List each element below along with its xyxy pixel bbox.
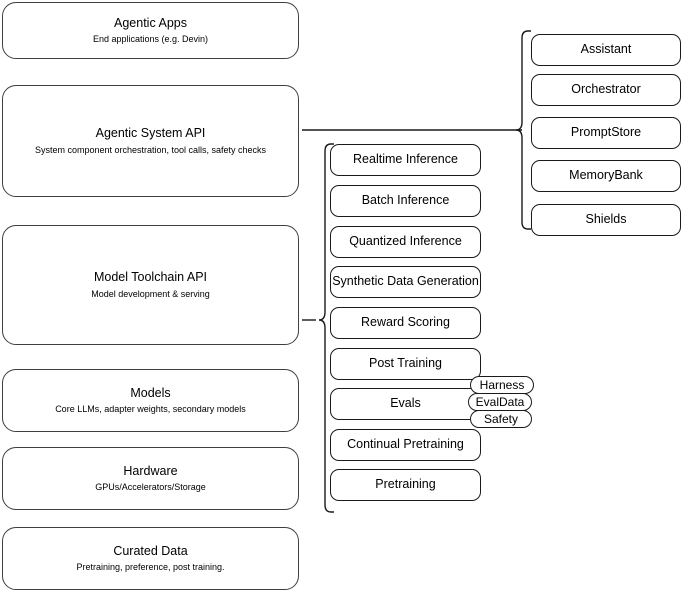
component-box-pretraining[interactable]: Pretraining xyxy=(330,469,481,501)
component-label: MemoryBank xyxy=(569,168,643,183)
component-box-post-training[interactable]: Post Training xyxy=(330,348,481,380)
component-box-continual-pretraining[interactable]: Continual Pretraining xyxy=(330,429,481,461)
component-box-reward-scoring[interactable]: Reward Scoring xyxy=(330,307,481,339)
component-label: Orchestrator xyxy=(571,82,641,97)
component-box-promptstore[interactable]: PromptStore xyxy=(531,117,681,149)
brace-agentic-system-components xyxy=(515,30,531,230)
layer-box-agentic-system-api[interactable]: Agentic System API System component orch… xyxy=(2,85,299,197)
component-label: Post Training xyxy=(369,356,442,371)
layer-subtitle: End applications (e.g. Devin) xyxy=(92,34,209,45)
layer-subtitle: Core LLMs, adapter weights, secondary mo… xyxy=(55,404,246,415)
layer-subtitle: GPUs/Accelerators/Storage xyxy=(95,482,206,493)
layer-subtitle: System component orchestration, tool cal… xyxy=(34,144,267,155)
layer-box-agentic-apps[interactable]: Agentic Apps End applications (e.g. Devi… xyxy=(2,2,299,59)
component-box-shields[interactable]: Shields xyxy=(531,204,681,236)
layer-box-curated-data[interactable]: Curated Data Pretraining, preference, po… xyxy=(2,527,299,590)
pill-label: Harness xyxy=(479,378,525,392)
component-box-quantized-inference[interactable]: Quantized Inference xyxy=(330,226,481,258)
pill-harness[interactable]: Harness xyxy=(470,376,534,394)
component-label: Assistant xyxy=(580,42,632,57)
layer-title: Agentic System API xyxy=(95,126,206,141)
component-box-realtime-inference[interactable]: Realtime Inference xyxy=(330,144,481,176)
component-label: Realtime Inference xyxy=(353,152,458,167)
component-label: Synthetic Data Generation xyxy=(332,274,479,289)
layer-title: Model Toolchain API xyxy=(93,270,208,285)
layer-subtitle: Model development & serving xyxy=(91,288,210,299)
layer-subtitle: Pretraining, preference, post training. xyxy=(76,562,225,573)
component-label: Evals xyxy=(390,396,421,411)
component-box-batch-inference[interactable]: Batch Inference xyxy=(330,185,481,217)
component-box-synthetic-data-generation[interactable]: Synthetic Data Generation xyxy=(330,266,481,298)
layer-title: Agentic Apps xyxy=(114,15,187,30)
component-box-orchestrator[interactable]: Orchestrator xyxy=(531,74,681,106)
component-box-memorybank[interactable]: MemoryBank xyxy=(531,160,681,192)
component-label: Quantized Inference xyxy=(349,234,462,249)
layer-title: Models xyxy=(130,385,171,400)
component-label: Reward Scoring xyxy=(361,315,450,330)
component-label: Pretraining xyxy=(375,477,436,492)
component-label: PromptStore xyxy=(570,125,642,140)
layer-box-models[interactable]: Models Core LLMs, adapter weights, secon… xyxy=(2,369,299,432)
layer-box-model-toolchain-api[interactable]: Model Toolchain API Model development & … xyxy=(2,225,299,345)
component-box-assistant[interactable]: Assistant xyxy=(531,34,681,66)
pill-safety[interactable]: Safety xyxy=(470,410,532,428)
layer-box-hardware[interactable]: Hardware GPUs/Accelerators/Storage xyxy=(2,447,299,510)
pill-label: Safety xyxy=(483,412,519,426)
component-box-evals[interactable]: Evals xyxy=(330,388,481,420)
pill-evaldata[interactable]: EvalData xyxy=(468,393,532,411)
layer-title: Hardware xyxy=(123,463,178,478)
layer-title: Curated Data xyxy=(113,543,188,558)
pill-label: EvalData xyxy=(475,395,525,409)
component-label: Continual Pretraining xyxy=(347,437,464,452)
component-label: Batch Inference xyxy=(361,193,450,208)
component-label: Shields xyxy=(585,212,627,227)
